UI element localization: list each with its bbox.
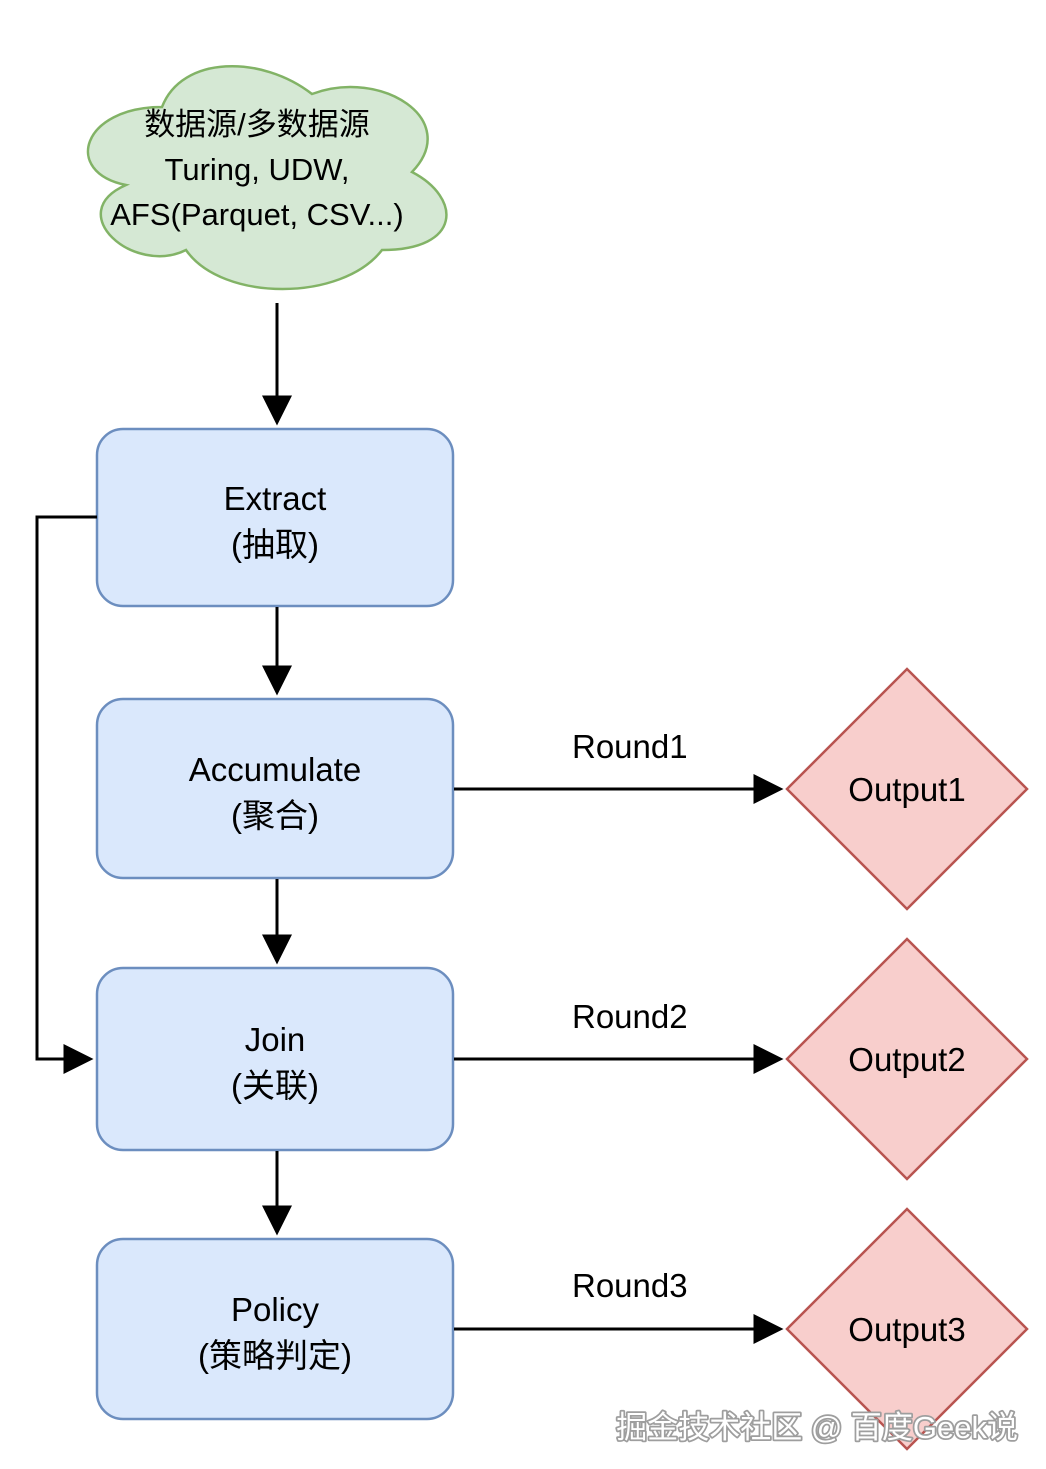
- node-policy: Policy (策略判定): [95, 1237, 455, 1421]
- output1-diamond: [785, 667, 1029, 911]
- accumulate-label-zh: (聚合): [231, 797, 319, 834]
- node-output1: Output1: [785, 667, 1029, 911]
- cloud-label-line1: 数据源/多数据源: [144, 107, 370, 142]
- node-accumulate: Accumulate (聚合): [95, 697, 455, 880]
- output3-diamond: [785, 1207, 1029, 1451]
- policy-label-zh: (策略判定): [198, 1337, 352, 1374]
- output1-label: Output1: [848, 771, 965, 808]
- node-extract: Extract (抽取): [95, 427, 455, 608]
- join-label-zh: (关联): [231, 1067, 319, 1104]
- accumulate-label-en: Accumulate: [189, 751, 361, 788]
- join-box: [95, 966, 455, 1152]
- edge-extract-to-join-bypass: [35, 515, 97, 1074]
- cloud-label-line3: AFS(Parquet, CSV...): [110, 197, 403, 232]
- output2-label: Output2: [848, 1041, 965, 1078]
- edge-label-round3: Round3: [572, 1267, 688, 1304]
- join-label-en: Join: [245, 1021, 306, 1058]
- watermark-outline-text: 掘金技术社区 @ 百度Geek说: [616, 1410, 1018, 1445]
- cloud-label-line2: Turing, UDW,: [165, 152, 350, 187]
- accumulate-box: [95, 697, 455, 880]
- edge-label-round1: Round1: [572, 728, 688, 765]
- output2-diamond: [785, 937, 1029, 1181]
- edge-label-round2: Round2: [572, 998, 688, 1035]
- node-output2: Output2: [785, 937, 1029, 1181]
- extract-label-zh: (抽取): [231, 526, 319, 563]
- cloud-shape: [86, 64, 448, 291]
- extract-box: [95, 427, 455, 608]
- extract-label-en: Extract: [224, 480, 327, 517]
- node-data-source-cloud: 数据源/多数据源 Turing, UDW, AFS(Parquet, CSV..…: [86, 64, 448, 291]
- policy-box: [95, 1237, 455, 1421]
- watermark-text: 掘金技术社区 @ 百度Geek说: [616, 1410, 1018, 1445]
- policy-label-en: Policy: [231, 1291, 320, 1328]
- output3-label: Output3: [848, 1311, 965, 1348]
- node-output3: Output3: [785, 1207, 1029, 1451]
- node-join: Join (关联): [95, 966, 455, 1152]
- watermark: 掘金技术社区 @ 百度Geek说 掘金技术社区 @ 百度Geek说: [614, 1408, 1019, 1447]
